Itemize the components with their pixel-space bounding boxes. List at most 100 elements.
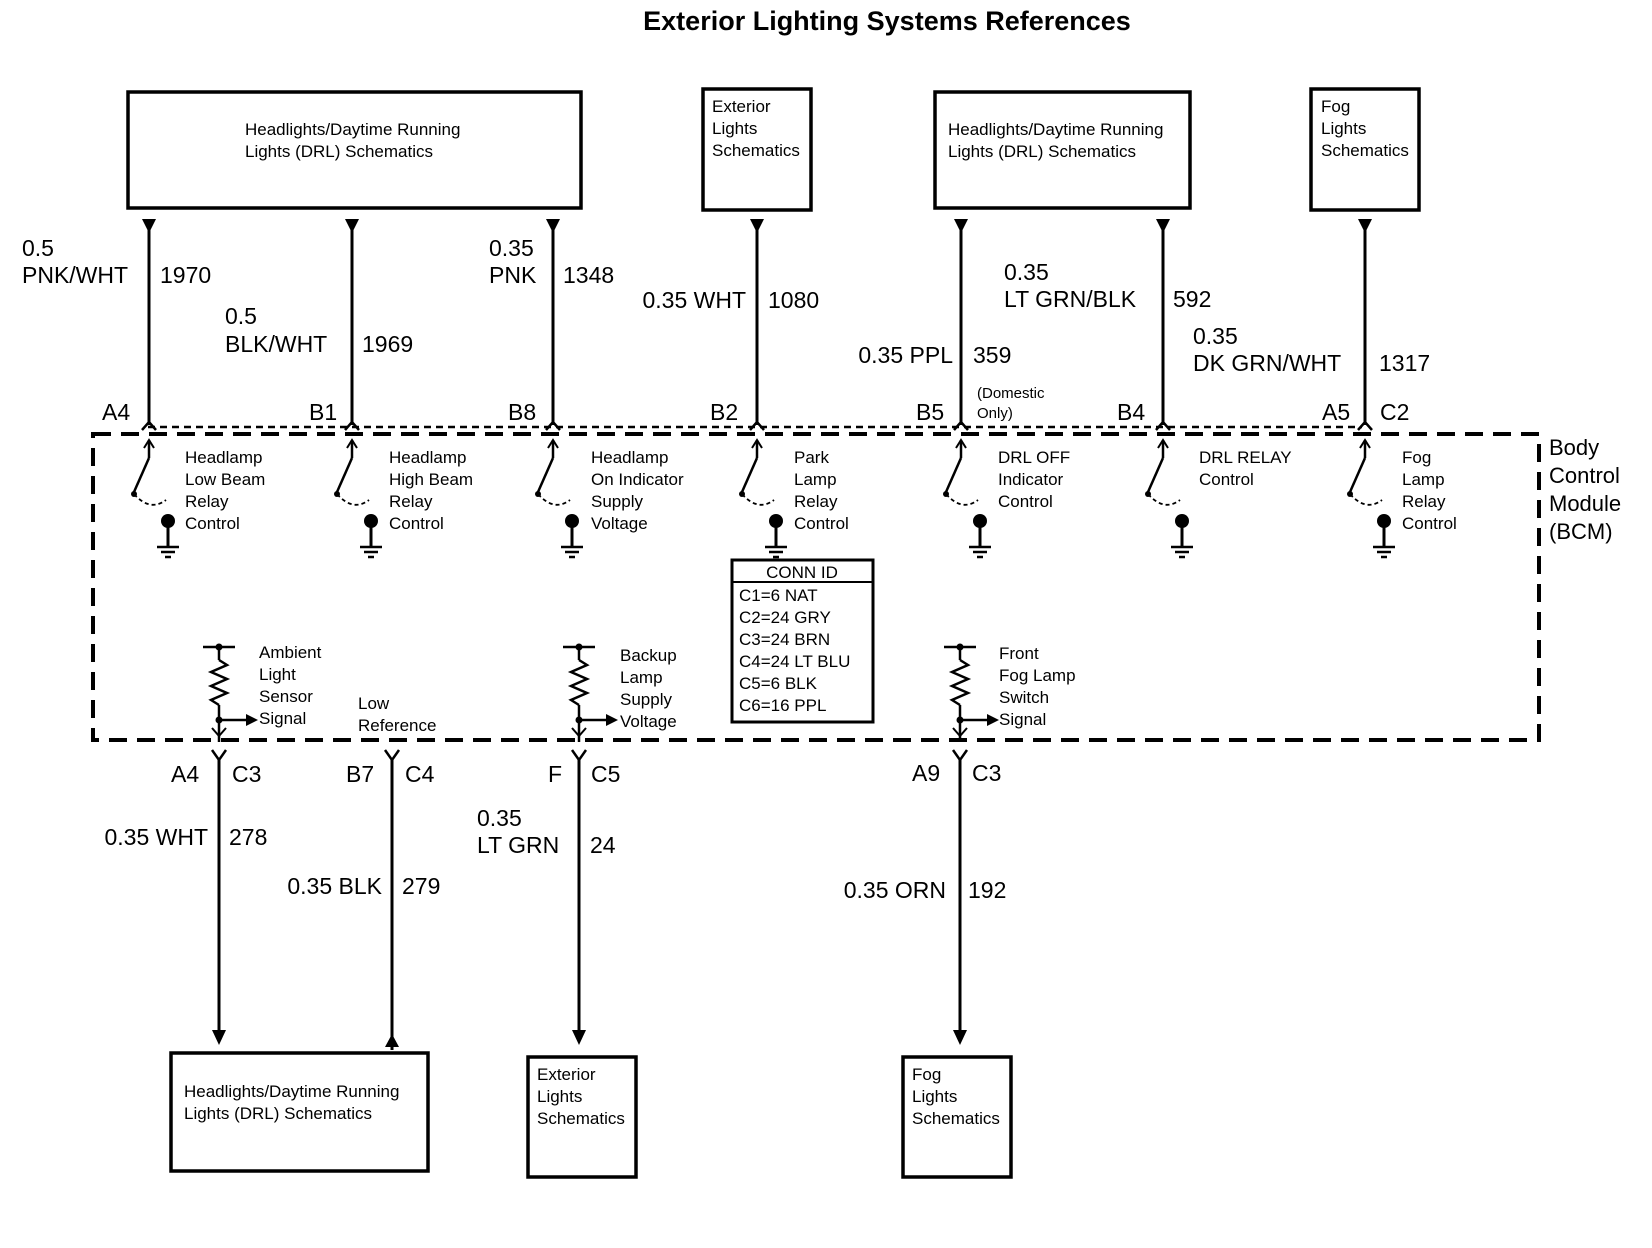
wire-size: 0.5 [225, 303, 257, 329]
box-text: Lights [537, 1087, 582, 1106]
box-text: Exterior [537, 1065, 596, 1084]
pin-label: B4 [1117, 399, 1145, 425]
top-box-fog-lights: Fog Lights Schematics [1309, 87, 1421, 212]
circuit-24: Backup Lamp Supply Voltage F C5 0.35 LT … [477, 643, 677, 1045]
function-label: Sensor [259, 687, 313, 706]
function-label: Indicator [998, 470, 1064, 489]
pin-label: A4 [102, 399, 130, 425]
box-text: Lights [712, 119, 757, 138]
wire-size: 0.35 [477, 805, 522, 831]
wire-size: 0.35 [1193, 323, 1238, 349]
pin-label: A9 [912, 760, 940, 786]
function-label: Headlamp [185, 448, 263, 467]
wire-color: LT GRN [477, 832, 559, 858]
function-label: Low Beam [185, 470, 265, 489]
conn-id-row: C3=24 BRN [739, 630, 830, 649]
function-label: Control [185, 514, 240, 533]
function-label: DRL RELAY [1199, 448, 1292, 467]
circuit-note: (Domestic [977, 385, 1045, 402]
circuit-1969: 0.5 BLK/WHT 1969 B1 Headlamp High Beam R… [225, 219, 473, 559]
wire-color: DK GRN/WHT [1193, 350, 1341, 376]
function-label: Control [794, 514, 849, 533]
function-label: Lamp [794, 470, 837, 489]
function-label: Backup [620, 646, 677, 665]
function-label: Control [998, 492, 1053, 511]
box-text: Schematics [1321, 141, 1409, 160]
circuit-number: 1317 [1379, 350, 1430, 376]
pin-label: F [548, 761, 562, 787]
conn-id-table: CONN ID C1=6 NAT C2=24 GRY C3=24 BRN C4=… [730, 558, 875, 724]
function-label: Control [1199, 470, 1254, 489]
circuit-1970: 0.5 PNK/WHT 1970 A4 Headlamp Low Beam Re… [22, 219, 265, 559]
function-label: Voltage [620, 712, 677, 731]
conn-id-row: C4=24 LT BLU [739, 652, 850, 671]
function-label: Headlamp [389, 448, 467, 467]
wire-color: PNK/WHT [22, 262, 128, 288]
function-label: Control [389, 514, 444, 533]
conn-id-row: C1=6 NAT [739, 586, 818, 605]
function-label: Fog Lamp [999, 666, 1076, 685]
pin-label: B8 [508, 399, 536, 425]
function-label: Fog [1402, 448, 1431, 467]
function-label: Lamp [620, 668, 663, 687]
circuit-number: 1969 [362, 331, 413, 357]
box-text: Headlights/Daytime Running [948, 120, 1163, 139]
circuit-1348: 0.35 PNK 1348 B8 Headlamp On Indicator S… [489, 219, 684, 559]
function-label: DRL OFF [998, 448, 1070, 467]
function-label: Voltage [591, 514, 648, 533]
pin-label: B5 [916, 399, 944, 425]
connector-label: C3 [232, 761, 261, 787]
box-text: Fog [1321, 97, 1350, 116]
box-text: Lights (DRL) Schematics [245, 142, 433, 161]
circuit-number: 592 [1173, 286, 1211, 312]
function-label: Relay [185, 492, 229, 511]
wire-label: 0.35 ORN [844, 877, 946, 903]
box-text: Schematics [537, 1109, 625, 1128]
function-label: Relay [1402, 492, 1446, 511]
wire-color: LT GRN/BLK [1004, 286, 1137, 312]
connector-label: C2 [1380, 399, 1409, 425]
box-text: Lights (DRL) Schematics [184, 1104, 372, 1123]
function-label: Low [358, 694, 390, 713]
box-text: Headlights/Daytime Running [184, 1082, 399, 1101]
circuit-279: Low Reference B7 C4 0.35 BLK 279 [287, 694, 440, 1050]
top-box-exterior-lights: Exterior Lights Schematics [701, 87, 813, 212]
pin-label: B7 [346, 761, 374, 787]
function-label: Supply [620, 690, 672, 709]
circuit-278: Ambient Light Sensor Signal A4 C3 0.35 W… [104, 643, 322, 1045]
circuit-1080: 0.35 WHT 1080 B2 Park Lamp Relay Control [642, 219, 849, 559]
wire-size: 0.5 [22, 235, 54, 261]
circuit-number: 279 [402, 873, 440, 899]
bcm-label: Body Control Module (BCM) [1549, 435, 1621, 544]
circuit-1317: 0.35 DK GRN/WHT 1317 A5 C2 Fog Lamp Rela… [1193, 219, 1457, 559]
function-label: Reference [358, 716, 436, 735]
conn-id-header: CONN ID [766, 563, 838, 582]
box-text: Schematics [712, 141, 800, 160]
circuit-number: 24 [590, 832, 616, 858]
function-label: High Beam [389, 470, 473, 489]
box-text: Lights [1321, 119, 1366, 138]
box-text: Lights [912, 1087, 957, 1106]
circuit-number: 359 [973, 342, 1011, 368]
conn-id-row: C5=6 BLK [739, 674, 818, 693]
function-label: Signal [259, 709, 306, 728]
circuit-192: Front Fog Lamp Switch Signal A9 C3 0.35 … [844, 643, 1076, 1045]
function-label: Switch [999, 688, 1049, 707]
function-label: Relay [794, 492, 838, 511]
circuit-note: Only) [977, 405, 1013, 422]
conn-id-row: C2=24 GRY [739, 608, 831, 627]
function-label: Front [999, 644, 1039, 663]
wire-label: 0.35 BLK [287, 873, 382, 899]
bcm-label-line: Module [1549, 491, 1621, 516]
wire-label: 0.35 PPL [858, 342, 953, 368]
function-label: Lamp [1402, 470, 1445, 489]
pin-label: A4 [171, 761, 199, 787]
circuit-359: 0.35 PPL 359 (Domestic Only) B5 DRL OFF … [858, 219, 1070, 559]
function-label: Supply [591, 492, 643, 511]
bcm-label-line: (BCM) [1549, 519, 1613, 544]
circuit-number: 1080 [768, 287, 819, 313]
top-box-headlights-drl-right: Headlights/Daytime Running Lights (DRL) … [933, 90, 1192, 210]
connector-label: C5 [591, 761, 620, 787]
diagram-title: Exterior Lighting Systems References [643, 6, 1131, 36]
